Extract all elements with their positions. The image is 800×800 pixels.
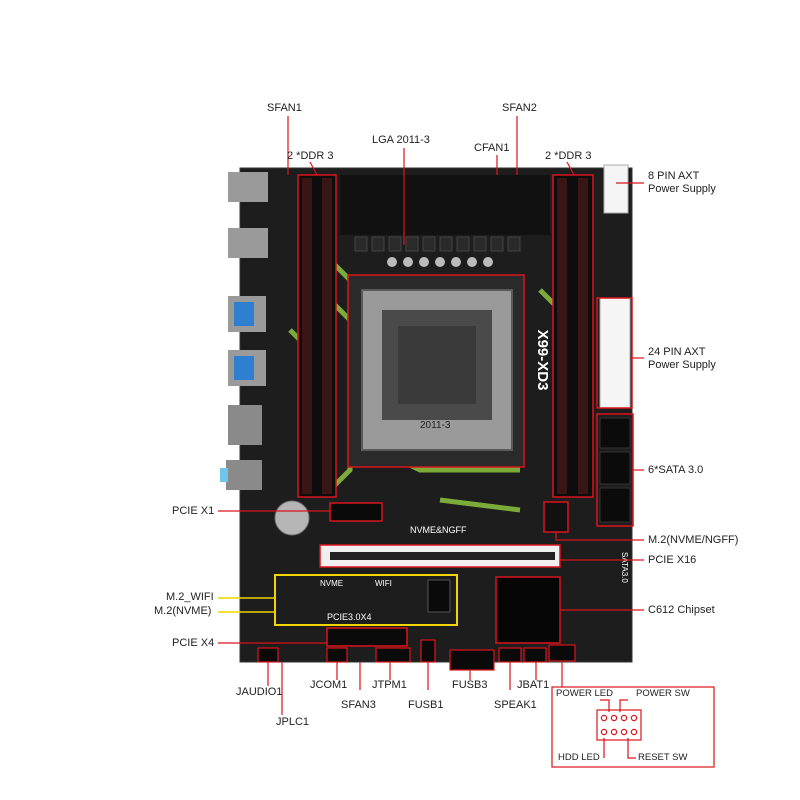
- label-jaudio1: JAUDIO1: [236, 686, 283, 698]
- label-cfan1: CFAN1: [474, 142, 510, 154]
- vrm-capacitors: [387, 257, 493, 267]
- label-ddr-left: 2 *DDR 3: [287, 150, 334, 162]
- m2-silk-wifi: WIFI: [375, 579, 392, 588]
- label-pcie-x4: PCIE X4: [172, 637, 215, 649]
- pcie-x1-slot: [329, 502, 383, 522]
- label-24pin-1: 24 PIN AXT: [648, 346, 706, 358]
- c612-chipset-heatsink: [495, 576, 561, 644]
- label-m2-nvme-ngff: M.2(NVME/NGFF): [648, 534, 739, 546]
- label-sfan2: SFAN2: [502, 102, 537, 114]
- rear-io-ports: [220, 172, 268, 490]
- pcie-x4-slot: [326, 627, 408, 647]
- label-pcie-x1: PCIE X1: [172, 505, 215, 517]
- panel-label-reset-sw: RESET SW: [638, 752, 688, 763]
- label-fusb1: FUSB1: [408, 699, 444, 711]
- sata-silk-text: SATA3.0: [620, 552, 629, 583]
- label-sata: 6*SATA 3.0: [648, 464, 704, 476]
- label-c612: C612 Chipset: [648, 604, 715, 616]
- vrm-heatsink: [340, 175, 550, 235]
- 8pin-connector: [603, 164, 629, 214]
- panel-label-power-led: POWER LED: [556, 688, 614, 699]
- label-jbat1: JBAT1: [517, 679, 550, 691]
- label-sfan1: SFAN1: [267, 102, 302, 114]
- label-jtpm1: JTPM1: [372, 679, 407, 691]
- panel-label-power-sw: POWER SW: [636, 688, 690, 699]
- ddr-slots-right: [553, 175, 593, 497]
- callout-lines-yellow: [218, 597, 275, 613]
- label-m2-wifi: M.2_WIFI: [166, 591, 214, 603]
- label-ddr-right: 2 *DDR 3: [545, 150, 592, 162]
- sata-ports: [599, 417, 631, 523]
- m2-nvme-ngff-slot: [543, 501, 569, 533]
- 24pin-callout-box: [596, 297, 633, 409]
- 24pin-connector: [599, 297, 631, 409]
- label-24pin-2: Power Supply: [648, 359, 716, 371]
- label-fusb3: FUSB3: [452, 679, 488, 691]
- bottom-headers: [257, 639, 576, 671]
- label-sfan3: SFAN3: [341, 699, 376, 711]
- cpu-socket-inner: [398, 326, 476, 404]
- socket-silk-text: 2011-3: [420, 420, 451, 431]
- vrm-chokes: [354, 236, 521, 252]
- ddr-slots-left: [298, 175, 336, 497]
- label-8pin-1: 8 PIN AXT: [648, 170, 700, 182]
- m2-area-yellow-box: [274, 574, 458, 626]
- panel-label-hdd-led: HDD LED: [558, 752, 600, 763]
- cmos-battery: [274, 500, 310, 536]
- callout-lines: [218, 116, 644, 715]
- front-panel-diagram-box: [551, 686, 715, 768]
- front-panel-pins: [596, 699, 642, 759]
- m2-connector: [427, 579, 451, 613]
- label-speak1: SPEAK1: [494, 699, 537, 711]
- label-lga: LGA 2011-3: [372, 134, 430, 146]
- label-jplc1: JPLC1: [276, 716, 310, 728]
- cpu-socket-callout-box: [347, 274, 525, 468]
- label-m2-nvme: M.2(NVME): [154, 605, 212, 617]
- pcie-silk-text: PCIE3.0X4: [327, 612, 372, 622]
- label-jcom1: JCOM1: [310, 679, 348, 691]
- board-model-text: X99-XD3: [534, 330, 551, 391]
- label-pcie-x16: PCIE X16: [648, 554, 697, 566]
- label-8pin-2: Power Supply: [648, 183, 716, 195]
- m2-silk-nvme: NVME: [320, 579, 343, 588]
- nvme-silk-text: NVME&NGFF: [410, 525, 467, 535]
- ddr-right-callout-box: [552, 174, 594, 498]
